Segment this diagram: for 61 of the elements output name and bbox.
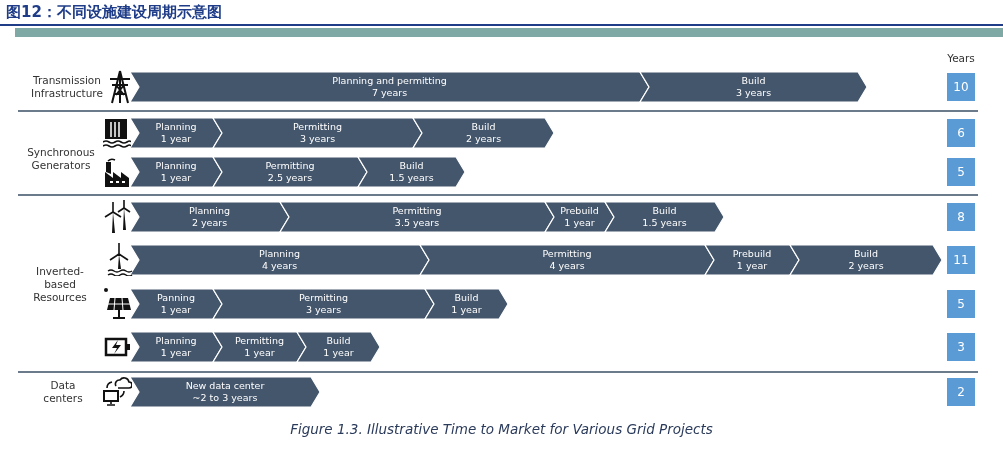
phase-label: 2 years: [465, 133, 502, 145]
phase-label: Prebuild: [732, 248, 772, 260]
phase-label: Permitting: [293, 121, 342, 133]
phase-label: Permitting: [235, 335, 284, 347]
phase-label: 1.5 years: [642, 217, 687, 229]
figure-title: 图12：不同设施建设周期示意图: [6, 3, 222, 22]
phase-label: 2.5 years: [267, 172, 313, 184]
phase-label: Planning and permitting: [332, 75, 447, 87]
phase-label: Permitting: [265, 160, 315, 172]
year-total-box: 10: [947, 73, 975, 101]
category-label: Transmission Infrastructure: [30, 74, 104, 100]
phase-label: Planning: [189, 205, 230, 217]
phase-label: 2 years: [191, 217, 228, 229]
phase-label: 1 year: [160, 172, 192, 184]
phase-label: 1 year: [736, 260, 768, 272]
year-total-box: 11: [947, 246, 975, 274]
phase-label: 2 years: [848, 260, 884, 272]
phase-label: Prebuild: [560, 205, 599, 217]
phase-label: 1 year: [160, 347, 192, 359]
phase-label: Panning: [157, 292, 195, 304]
phase-label: Build: [652, 205, 677, 217]
phase-label: 1.5 years: [389, 172, 434, 184]
year-total-box: 5: [947, 290, 975, 318]
phase-label: Permitting: [542, 248, 592, 260]
phase-label: Planning: [155, 335, 197, 347]
phase-label: Build: [399, 160, 424, 172]
phase-label: Planning: [259, 248, 300, 260]
phase-label: Build: [854, 248, 878, 260]
category-label: Synchronous Generators: [26, 146, 96, 172]
phase-label: 4 years: [261, 260, 298, 272]
phase-label: New data center: [185, 380, 265, 392]
phase-label: Build: [326, 335, 351, 347]
phase-label: 1 year: [244, 347, 275, 359]
year-total-box: 3: [947, 333, 975, 361]
phase-label: Permitting: [299, 292, 348, 304]
phase-label: 7 years: [371, 87, 408, 99]
phase-label: 1 year: [323, 347, 354, 359]
phase-label: 3 years: [305, 304, 342, 316]
category-label: Inverted-based Resources: [32, 265, 88, 304]
phase-label: Permitting: [392, 205, 442, 217]
phase-label: 1 year: [160, 133, 192, 145]
year-total-box: 2: [947, 378, 975, 406]
phase-label: Planning: [155, 121, 197, 133]
figure-caption: Figure 1.3. Illustrative Time to Market for Various Grid Projects: [289, 421, 714, 437]
phase-label: Build: [741, 75, 766, 87]
phase-label: 1 year: [451, 304, 482, 316]
category-label: Data centers: [42, 379, 84, 405]
phase-label: 3.5 years: [394, 217, 440, 229]
column-heading: Years: [946, 52, 976, 65]
phase-label: Build: [471, 121, 496, 133]
phase-label: 1 year: [564, 217, 595, 229]
phase-label: Build: [454, 292, 479, 304]
phase-label: 3 years: [735, 87, 772, 99]
year-total-box: 5: [947, 158, 975, 186]
phase-label: 1 year: [160, 304, 192, 316]
phase-label: 3 years: [299, 133, 336, 145]
phase-label: 4 years: [549, 260, 585, 272]
phase-label: ~2 to 3 years: [192, 392, 258, 404]
phase-label: Planning: [155, 160, 197, 172]
year-total-box: 6: [947, 119, 975, 147]
year-total-box: 8: [947, 203, 975, 231]
